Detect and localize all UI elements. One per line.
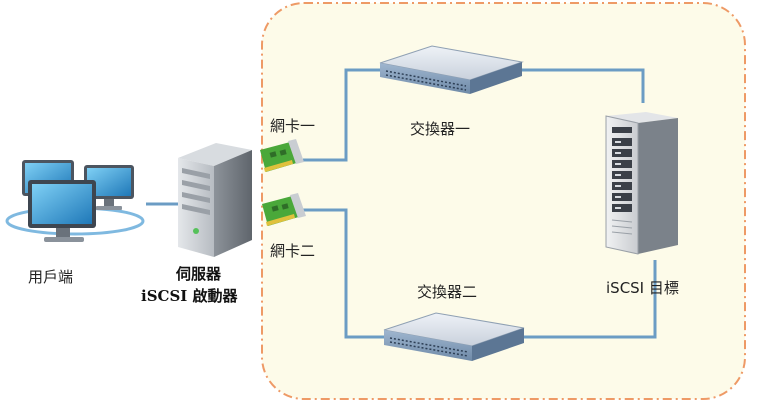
target-label: iSCSI 目標 bbox=[606, 279, 679, 297]
connection-lines bbox=[146, 68, 657, 339]
client-label: 用戶端 bbox=[28, 268, 74, 286]
network-zone bbox=[261, 2, 746, 400]
nic-two-label: 網卡二 bbox=[270, 242, 316, 260]
storage-rack-icon bbox=[605, 112, 678, 255]
switch2-target-link bbox=[520, 260, 657, 339]
switch1-target-link bbox=[522, 68, 645, 103]
server-title: 伺服器 bbox=[176, 265, 222, 283]
network-card-icon bbox=[260, 139, 304, 172]
tower-server-icon bbox=[178, 143, 252, 257]
nic2-switch2-link bbox=[303, 208, 386, 339]
switch-two-label: 交換器二 bbox=[417, 283, 478, 301]
server-subtitle: iSCSI 啟動器 bbox=[141, 287, 238, 305]
switch-one-label: 交換器一 bbox=[410, 120, 471, 138]
network-card-icon bbox=[262, 193, 306, 226]
network-switch-icon bbox=[379, 45, 524, 94]
desktop-computers-icon bbox=[5, 160, 145, 242]
network-switch-icon bbox=[383, 312, 525, 361]
nic1-switch1-link bbox=[303, 68, 382, 162]
nic-one-label: 網卡一 bbox=[270, 117, 316, 135]
